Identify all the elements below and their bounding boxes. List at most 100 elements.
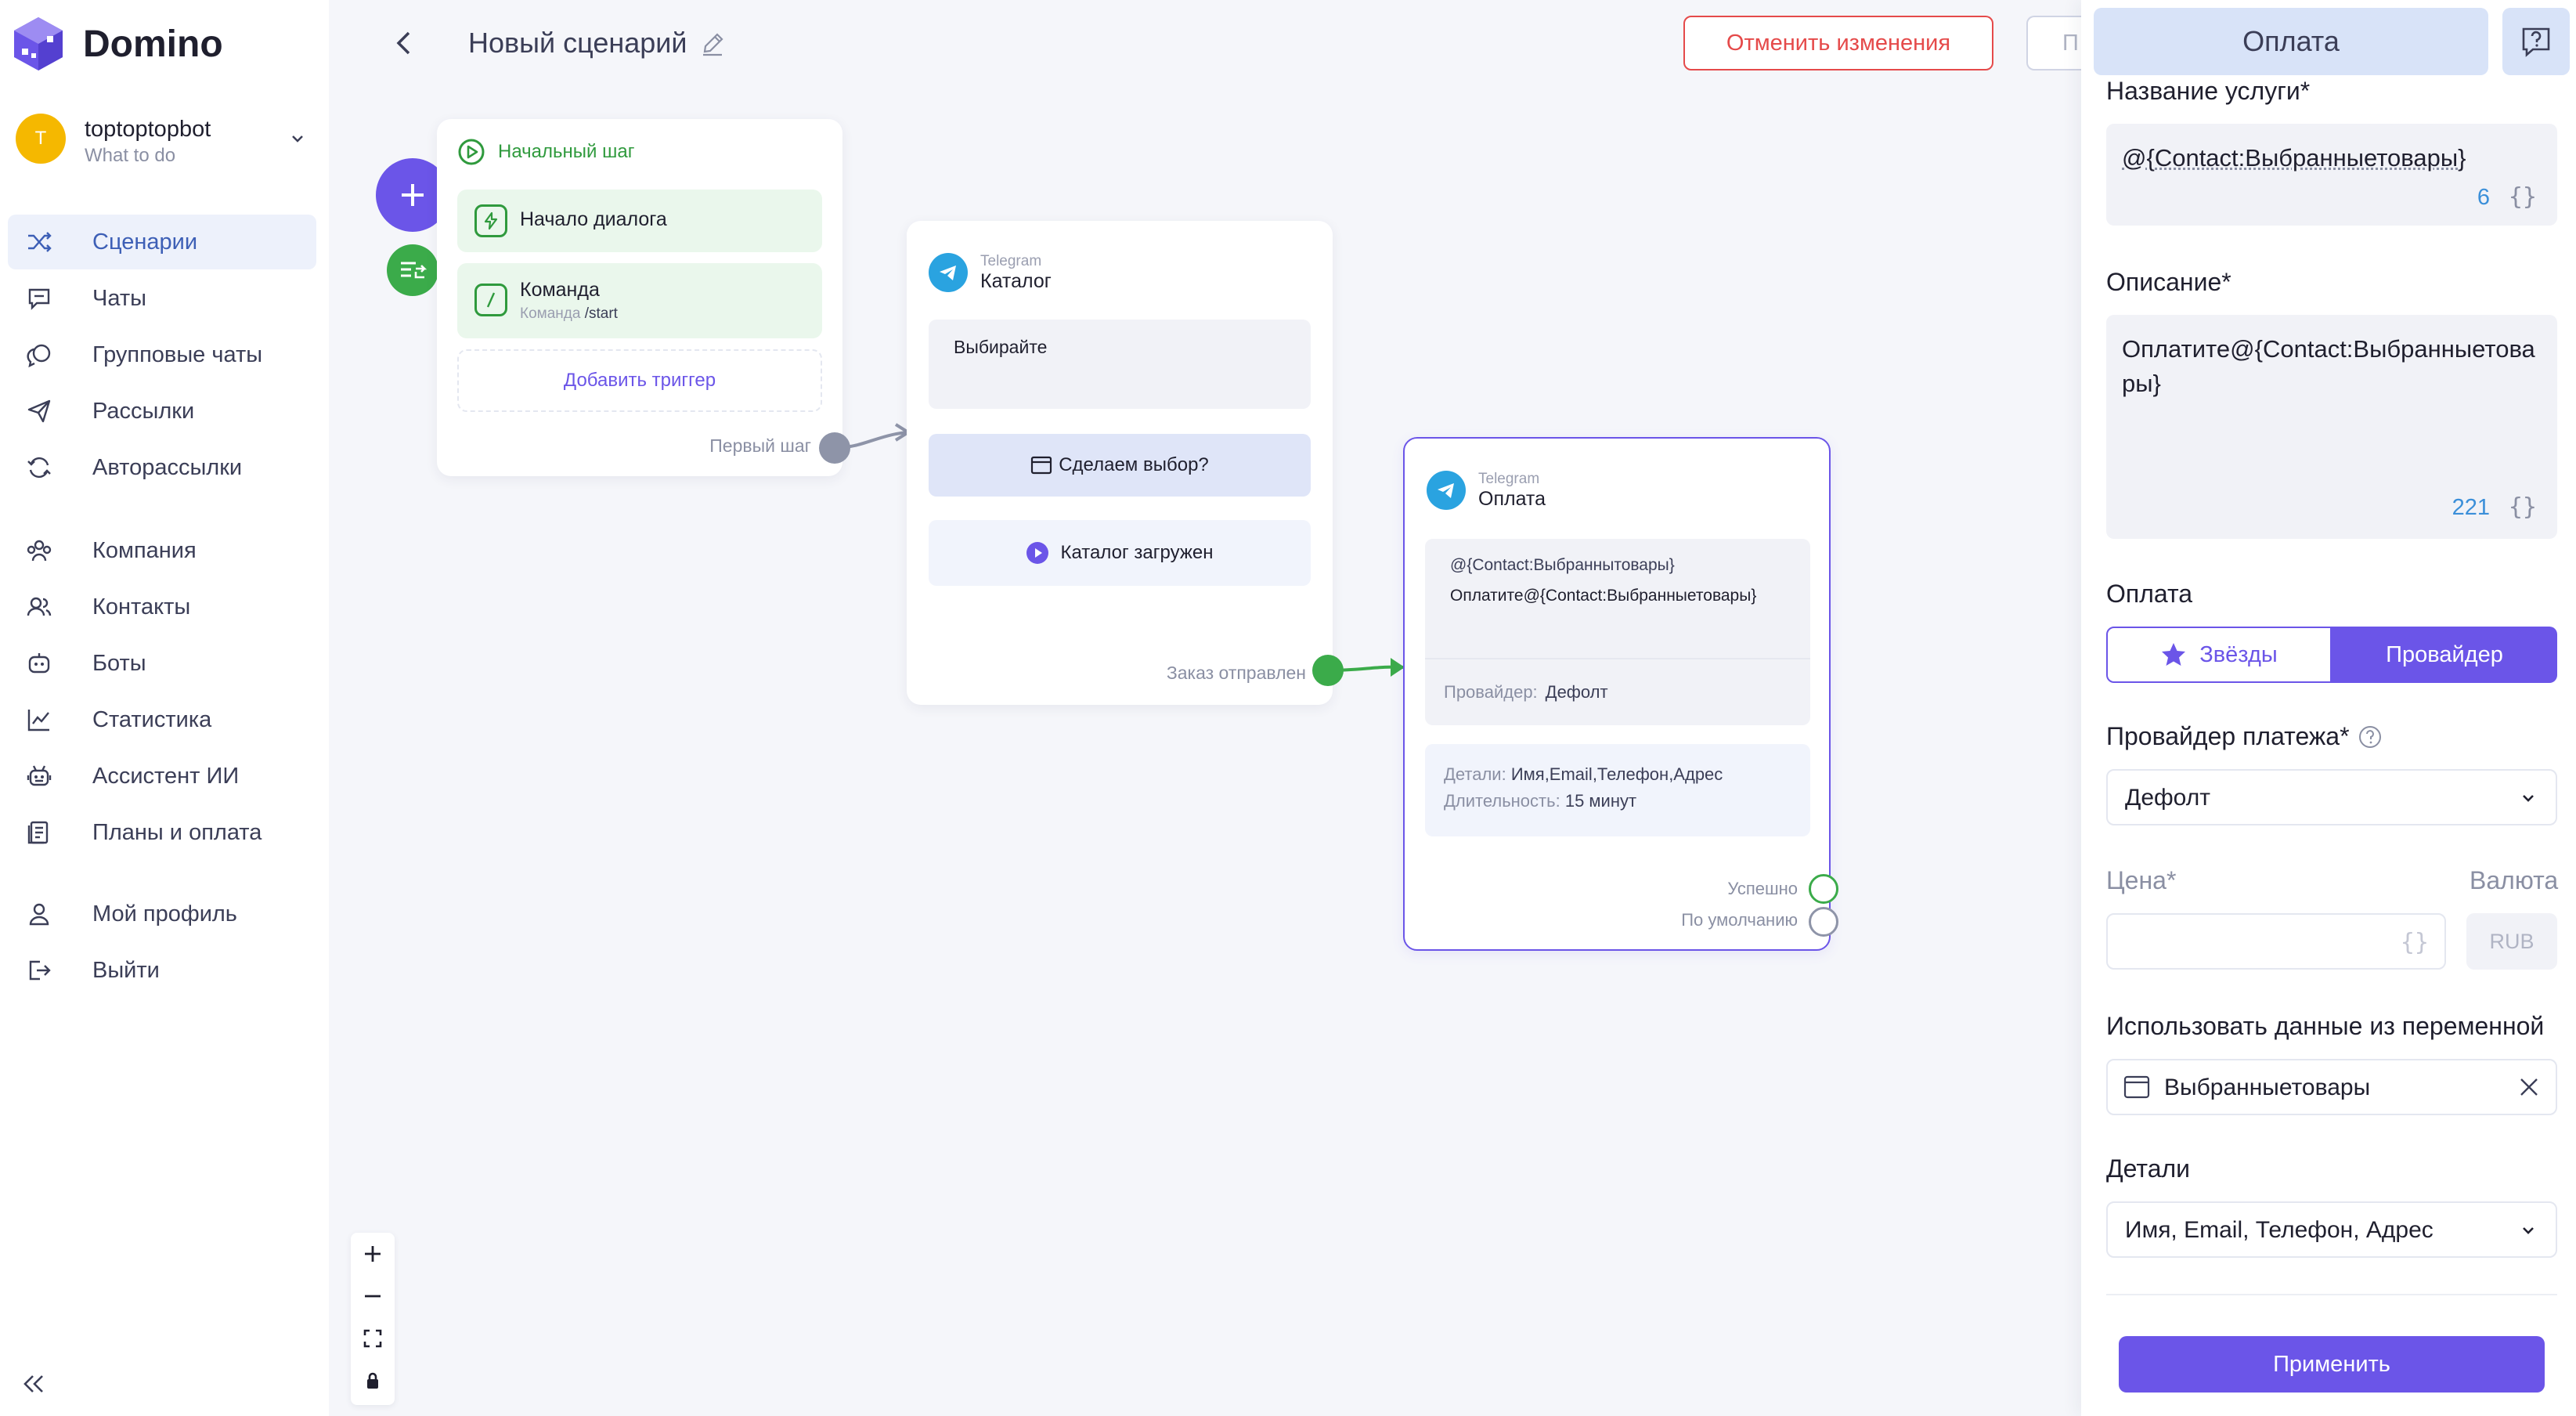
plans-icon xyxy=(23,817,55,848)
sidebar-item-logout[interactable]: Выйти xyxy=(8,943,316,998)
currency-label: Валюта xyxy=(2470,866,2559,894)
sidebar-item-company[interactable]: Компания xyxy=(8,523,316,578)
question-circle-icon[interactable] xyxy=(2358,724,2383,750)
node-settings-panel xyxy=(2081,0,2576,1416)
variable-braces-icon[interactable]: {} xyxy=(2508,493,2537,521)
output-port[interactable] xyxy=(819,432,850,464)
sidebar-item-group-chats[interactable]: Групповые чаты xyxy=(8,327,316,382)
provider-select-value: Дефолт xyxy=(2125,785,2210,811)
node-platform: Telegram xyxy=(980,252,1042,269)
robot-icon xyxy=(23,760,55,792)
toggle-provider[interactable]: Провайдер xyxy=(2332,627,2557,683)
window-icon xyxy=(1031,456,1052,475)
sidebar-item-contacts[interactable]: Контакты xyxy=(8,580,316,634)
message-text[interactable]: Выбирайте xyxy=(929,320,1311,409)
details-select[interactable]: Имя, Email, Телефон, Адрес xyxy=(2106,1201,2557,1258)
plus-icon xyxy=(365,1246,381,1262)
sidebar-item-bots[interactable]: Боты xyxy=(8,636,316,691)
toggle-stars[interactable]: Звёзды xyxy=(2106,627,2332,683)
bot-subtitle: What to do xyxy=(85,145,176,166)
trigger-command-value: Команда /start xyxy=(520,305,618,323)
bot-selector[interactable]: T toptoptopbot What to do xyxy=(16,114,321,176)
avatar: T xyxy=(16,114,66,164)
cancel-changes-button[interactable]: Отменить изменения xyxy=(1683,16,1993,70)
description-field[interactable]: Оплатите@{Contact:Выбранныетовары} 221 {… xyxy=(2106,315,2557,539)
fullscreen-icon xyxy=(363,1329,382,1348)
chevron-down-icon xyxy=(2523,795,2534,802)
sidebar-item-statistics[interactable]: Статистика xyxy=(8,692,316,747)
sidebar-item-plans[interactable]: Планы и оплата xyxy=(8,805,316,860)
sidebar-item-auto-mailings[interactable]: Авторассылки xyxy=(8,440,316,495)
output-label-default: По умолчанию xyxy=(1681,910,1798,930)
notes-button[interactable] xyxy=(387,244,438,296)
repeat-icon xyxy=(23,452,55,483)
output-label-success: Успешно xyxy=(1727,879,1798,898)
sidebar-item-label: Боты xyxy=(92,650,146,676)
payment-summary[interactable]: @{Contact:Выбраннытовары} Оплатите@{Cont… xyxy=(1425,539,1810,725)
page-title: Новый сценарий xyxy=(468,27,687,59)
app-logo[interactable]: Domino xyxy=(13,13,223,75)
back-arrow-icon[interactable] xyxy=(391,28,415,58)
sidebar-item-chats[interactable]: Чаты xyxy=(8,271,316,326)
details-select-value: Имя, Email, Телефон, Адрес xyxy=(2125,1217,2433,1243)
trigger-sub-value: /start xyxy=(584,305,618,322)
trigger-command[interactable]: Команда Команда /start xyxy=(457,263,822,338)
catalog-loaded-button[interactable]: Каталог загружен xyxy=(929,520,1311,586)
provider-value: Дефолт xyxy=(1545,682,1608,702)
help-chat-icon xyxy=(2522,27,2550,57)
zoom-out-button[interactable] xyxy=(351,1275,395,1317)
output-port-default[interactable] xyxy=(1809,907,1838,937)
panel-title-tab[interactable]: Оплата xyxy=(2094,8,2488,75)
sidebar-item-label: Компания xyxy=(92,537,197,563)
minus-icon xyxy=(365,1295,381,1298)
sidebar-item-label: Групповые чаты xyxy=(92,341,263,367)
sidebar-item-label: Ассистент ИИ xyxy=(92,763,240,789)
collapse-sidebar-icon[interactable] xyxy=(20,1372,49,1396)
service-name-field[interactable]: @{Contact:Выбранныетовары} 6 {} xyxy=(2106,124,2557,226)
provider-select[interactable]: Дефолт xyxy=(2106,769,2557,825)
zoom-in-button[interactable] xyxy=(351,1233,395,1275)
details-label: Детали: xyxy=(1444,764,1506,784)
catalog-node[interactable]: Telegram Каталог Выбирайте Сделаем выбор… xyxy=(907,221,1333,705)
sidebar-item-label: Планы и оплата xyxy=(92,819,262,845)
price-input[interactable]: {} xyxy=(2106,913,2446,970)
sidebar-item-label: Рассылки xyxy=(92,398,195,424)
plus-icon xyxy=(402,184,424,206)
sidebar-item-label: Сценарии xyxy=(92,229,198,255)
variable-braces-icon[interactable]: {} xyxy=(2400,929,2429,956)
payment-type-toggle: Звёзды Провайдер xyxy=(2106,627,2557,683)
chevron-down-icon xyxy=(2523,1227,2534,1234)
trigger-label: Начало диалога xyxy=(520,208,667,230)
play-circle-icon xyxy=(458,139,485,165)
duration-label: Длительность: xyxy=(1444,791,1560,811)
group-chat-icon xyxy=(23,339,55,370)
trigger-dialog-start[interactable]: Начало диалога xyxy=(457,190,822,252)
sidebar-item-profile[interactable]: Мой профиль xyxy=(8,887,316,941)
start-node[interactable]: Начальный шаг Начало диалога Команда Ком… xyxy=(437,119,842,476)
lock-button[interactable] xyxy=(351,1360,395,1402)
variable-braces-icon[interactable]: {} xyxy=(2508,183,2537,211)
apply-button[interactable]: Применить xyxy=(2119,1336,2545,1393)
payment-extra[interactable]: Детали: Имя,Email,Телефон,Адрес Длительн… xyxy=(1425,744,1810,836)
use-variable-label: Использовать данные из переменной xyxy=(2106,1012,2545,1040)
payment-node[interactable]: Telegram Оплата @{Contact:Выбраннытовары… xyxy=(1403,437,1831,951)
sidebar-item-ai-assistant[interactable]: Ассистент ИИ xyxy=(8,749,316,804)
sidebar-item-scenarios[interactable]: Сценарии xyxy=(8,215,316,269)
output-port[interactable] xyxy=(1312,655,1344,686)
bot-icon xyxy=(23,648,55,679)
output-port-success[interactable] xyxy=(1809,874,1838,904)
details-line: Детали: Имя,Email,Телефон,Адрес xyxy=(1444,761,1791,788)
add-trigger-button[interactable]: Добавить триггер xyxy=(457,349,822,412)
variable-select[interactable]: Выбранныетовары xyxy=(2106,1059,2557,1115)
pencil-icon[interactable] xyxy=(698,30,727,58)
fit-view-button[interactable] xyxy=(351,1317,395,1360)
details-value: Имя,Email,Телефон,Адрес xyxy=(1510,764,1723,784)
provider-field-label-text: Провайдер платежа* xyxy=(2106,722,2350,750)
close-icon[interactable] xyxy=(2518,1076,2540,1098)
slash-icon xyxy=(474,284,507,316)
choice-button[interactable]: Сделаем выбор? xyxy=(929,434,1311,497)
output-label: Заказ отправлен xyxy=(1166,663,1306,683)
send-icon xyxy=(23,396,55,427)
help-button[interactable] xyxy=(2502,8,2570,75)
sidebar-item-mailings[interactable]: Рассылки xyxy=(8,384,316,439)
